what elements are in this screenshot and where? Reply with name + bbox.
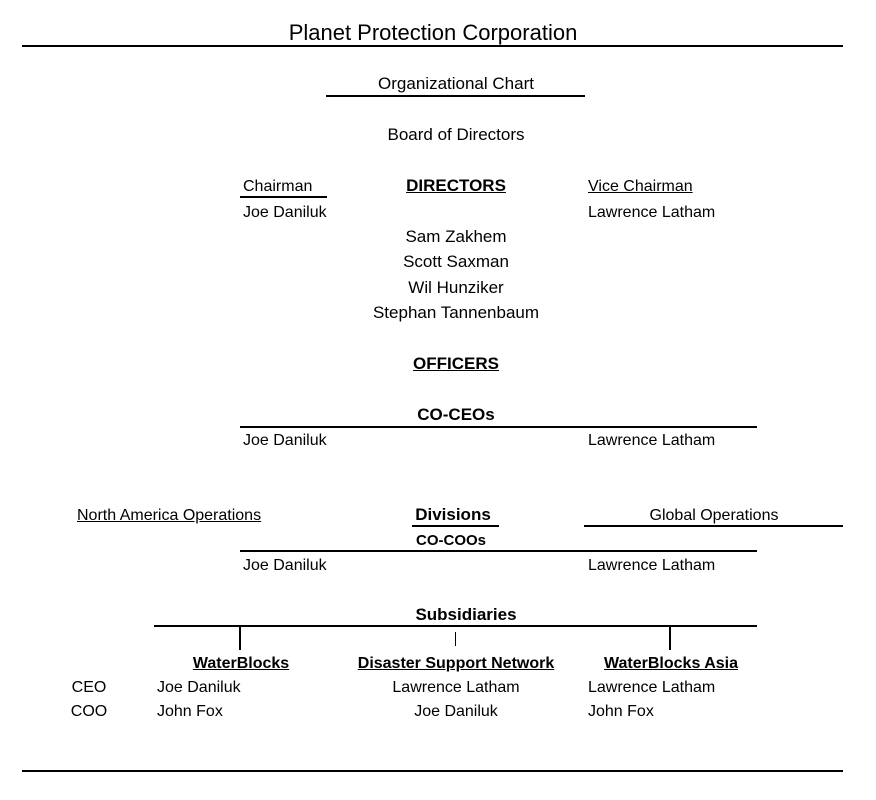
subsidiaries-heading: Subsidiaries (415, 605, 517, 624)
subsidiary-coo-name: John Fox (157, 703, 223, 720)
co-coo-name: Joe Daniluk (243, 557, 327, 574)
ceo-row-label: CEO (71, 679, 107, 696)
officers-heading: OFFICERS (413, 354, 499, 373)
co-ceos-heading: CO-CEOs (417, 405, 495, 424)
co-coos-rule (240, 550, 757, 552)
page-title: Planet Protection Corporation (288, 20, 578, 45)
subsidiary-name-disaster-support-network: Disaster Support Network (357, 655, 555, 672)
co-ceo-name: Lawrence Latham (588, 432, 716, 449)
subsidiaries-rule (154, 625, 757, 627)
subsidiary-ceo-name: Lawrence Latham (588, 679, 716, 696)
subsidiary-ceo-name: Lawrence Latham (392, 679, 520, 696)
chairman-rule (240, 196, 327, 198)
co-coo-name: Lawrence Latham (588, 557, 716, 574)
vice-chairman-label: Vice Chairman (588, 178, 693, 195)
director-name: Sam Zakhem (405, 227, 507, 246)
title-rule (22, 45, 843, 47)
subsidiary-coo-name: Joe Daniluk (414, 703, 498, 720)
chart-subtitle: Organizational Chart (378, 74, 534, 93)
board-heading: Board of Directors (387, 125, 525, 144)
chairman-name: Joe Daniluk (243, 204, 327, 221)
connector-line (669, 626, 671, 650)
director-name: Scott Saxman (403, 252, 509, 271)
vice-chairman-name: Lawrence Latham (588, 204, 716, 221)
co-ceo-name: Joe Daniluk (243, 432, 327, 449)
north-america-operations-label: North America Operations (77, 507, 262, 524)
subsidiary-ceo-name: Joe Daniluk (157, 679, 241, 696)
divisions-rule (412, 525, 499, 527)
director-name: Stephan Tannenbaum (372, 303, 540, 322)
footer-rule (22, 770, 843, 772)
chairman-label: Chairman (243, 178, 313, 195)
coo-row-label: COO (70, 703, 108, 720)
divisions-heading: Divisions (415, 505, 491, 524)
subsidiary-name-waterblocks: WaterBlocks (192, 655, 290, 672)
directors-heading: DIRECTORS (406, 176, 506, 195)
connector-line (239, 626, 241, 650)
global-operations-rule (584, 525, 843, 527)
global-operations-label: Global Operations (649, 507, 779, 524)
director-name: Wil Hunziker (408, 278, 504, 297)
subsidiary-coo-name: John Fox (588, 703, 654, 720)
subsidiary-name-waterblocks-asia: WaterBlocks Asia (604, 655, 738, 672)
co-coos-heading: CO-COOs (415, 532, 487, 549)
co-ceos-rule (240, 426, 757, 428)
subtitle-rule (326, 95, 585, 97)
connector-line (455, 632, 456, 646)
